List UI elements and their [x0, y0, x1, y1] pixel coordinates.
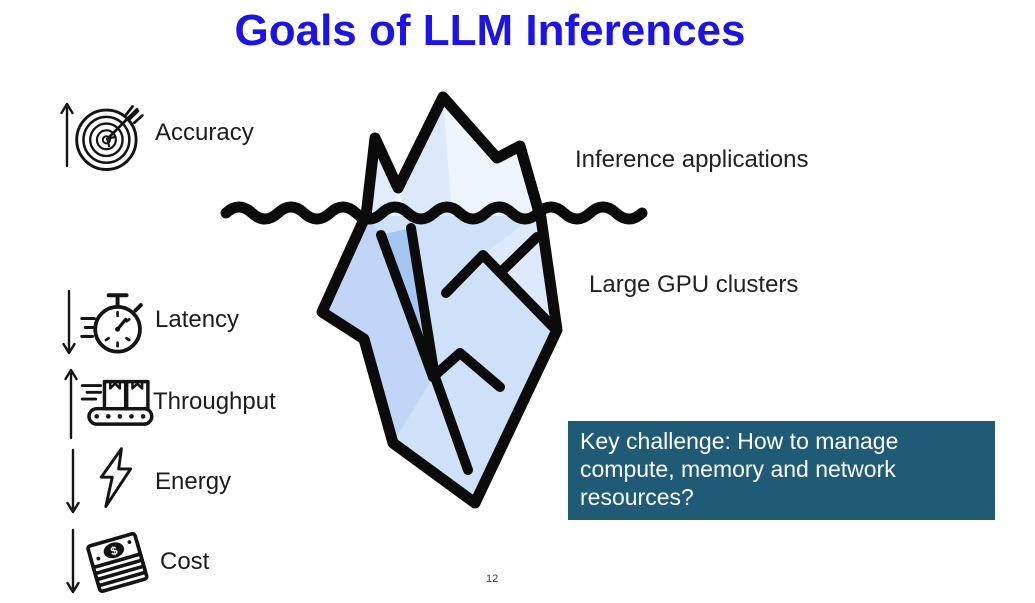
goal-label: Throughput — [153, 388, 276, 415]
iceberg-illustration — [220, 91, 648, 509]
money-stack-icon: $ — [86, 531, 149, 594]
page-number: 12 — [486, 573, 499, 585]
goal-label: Energy — [155, 468, 232, 495]
callout-line: resources? — [580, 484, 694, 510]
target-icon — [75, 105, 144, 171]
up-arrow-icon — [64, 368, 78, 440]
callout-line: Key challenge: How to manage — [580, 428, 899, 454]
page-title: Goals of LLM Inferences — [234, 6, 746, 55]
callout-line: compute, memory and network — [580, 456, 896, 482]
up-arrow-icon — [60, 102, 74, 168]
key-challenge-callout: Key challenge: How to manage compute, me… — [568, 421, 995, 520]
goal-label: Accuracy — [155, 119, 254, 146]
below-water-label: Large GPU clusters — [589, 271, 799, 298]
stopwatch-icon — [80, 293, 143, 354]
down-arrow-icon — [66, 528, 80, 594]
down-arrow-icon — [66, 448, 80, 514]
waterline-wave — [220, 201, 648, 225]
conveyor-belt-icon — [80, 379, 154, 426]
above-water-label: Inference applications — [575, 146, 809, 173]
down-arrow-icon — [62, 289, 76, 355]
goal-label: Latency — [155, 306, 240, 333]
lightning-bolt-icon — [99, 447, 133, 508]
goal-label: Cost — [160, 548, 210, 575]
svg-text:$: $ — [109, 544, 119, 558]
